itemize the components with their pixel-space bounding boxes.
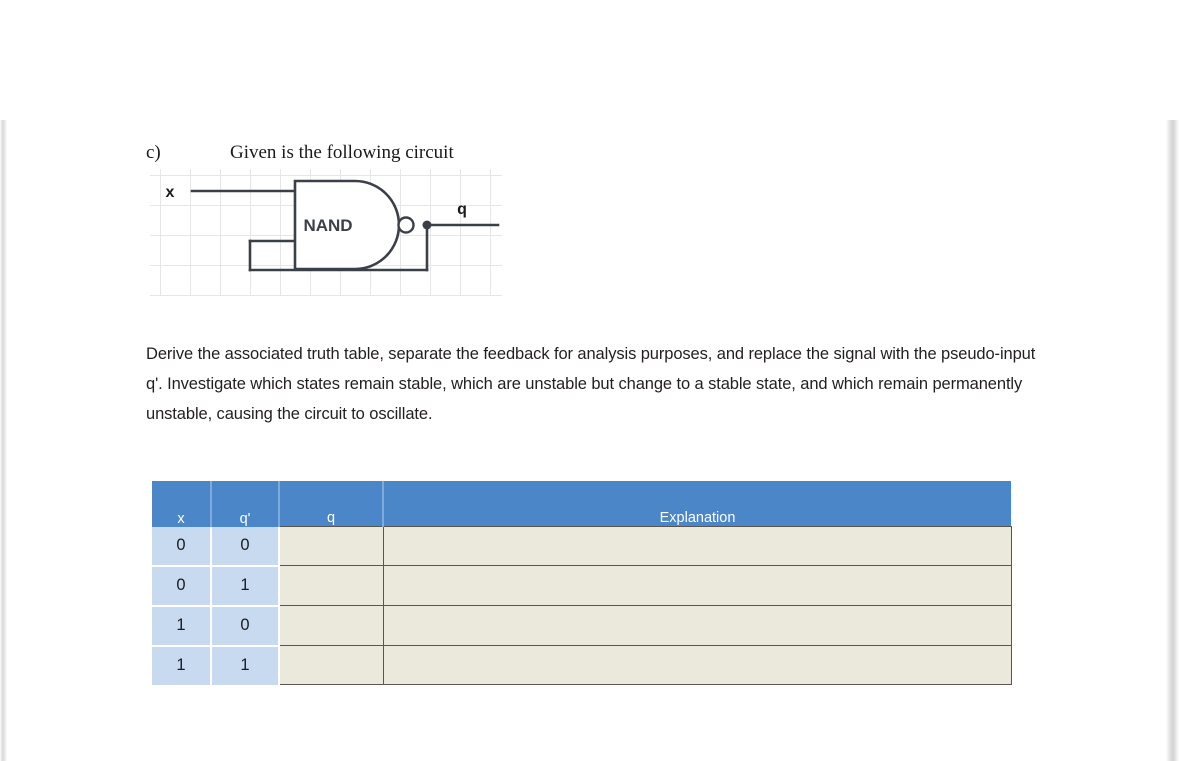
inverter-bubble-icon: [397, 216, 415, 234]
table-row: 0 1: [152, 565, 1012, 607]
junction-dot-icon: [422, 220, 432, 230]
nand-gate: NAND: [293, 179, 432, 271]
cell-x: 0: [152, 565, 212, 607]
column-header-q-prime: q': [211, 481, 280, 527]
question-letter: c): [146, 142, 161, 163]
cell-q[interactable]: [278, 565, 384, 606]
cell-explanation[interactable]: [382, 605, 1012, 646]
table-row: 1 0: [152, 605, 1012, 647]
table-header: x q' q Explanation: [152, 481, 1011, 527]
page-title: Given is the following circuit: [230, 142, 454, 163]
cell-q-prime: 1: [211, 565, 280, 607]
column-header-explanation: Explanation: [383, 481, 1011, 527]
cell-explanation[interactable]: [382, 526, 1012, 566]
instruction-paragraph: Derive the associated truth table, separ…: [146, 344, 1036, 423]
table-header-row: x q' q Explanation: [152, 481, 1011, 527]
cell-x: 1: [152, 645, 212, 685]
page-left-edge-shadow: [0, 120, 7, 761]
cell-q[interactable]: [278, 526, 384, 566]
cell-q-prime: 0: [211, 605, 280, 647]
cell-x: 0: [152, 526, 212, 567]
cell-q-prime: 0: [211, 526, 280, 567]
circuit-output-label: q: [457, 201, 467, 218]
question-heading: c) Given is the following circuit: [146, 142, 454, 164]
cell-q-prime: 1: [211, 645, 280, 685]
nand-gate-label: NAND: [303, 216, 352, 235]
table-body: 0 0 0 1 1 0 1 1: [152, 526, 1012, 685]
truth-table: x q' q Explanation 0 0 0 1 1 0 1 1: [152, 481, 1012, 685]
page-right-edge-shadow: [1166, 120, 1179, 761]
circuit-input-label: x: [166, 184, 175, 201]
column-header-x: x: [152, 481, 212, 527]
column-header-q: q: [279, 481, 384, 527]
cell-explanation[interactable]: [382, 565, 1012, 606]
cell-q[interactable]: [278, 605, 384, 646]
table-row: 0 0: [152, 526, 1012, 567]
table-row: 1 1: [152, 645, 1012, 685]
cell-explanation[interactable]: [382, 645, 1012, 685]
cell-x: 1: [152, 605, 212, 647]
circuit-diagram: NAND x q: [150, 169, 502, 296]
cell-q[interactable]: [278, 645, 384, 685]
